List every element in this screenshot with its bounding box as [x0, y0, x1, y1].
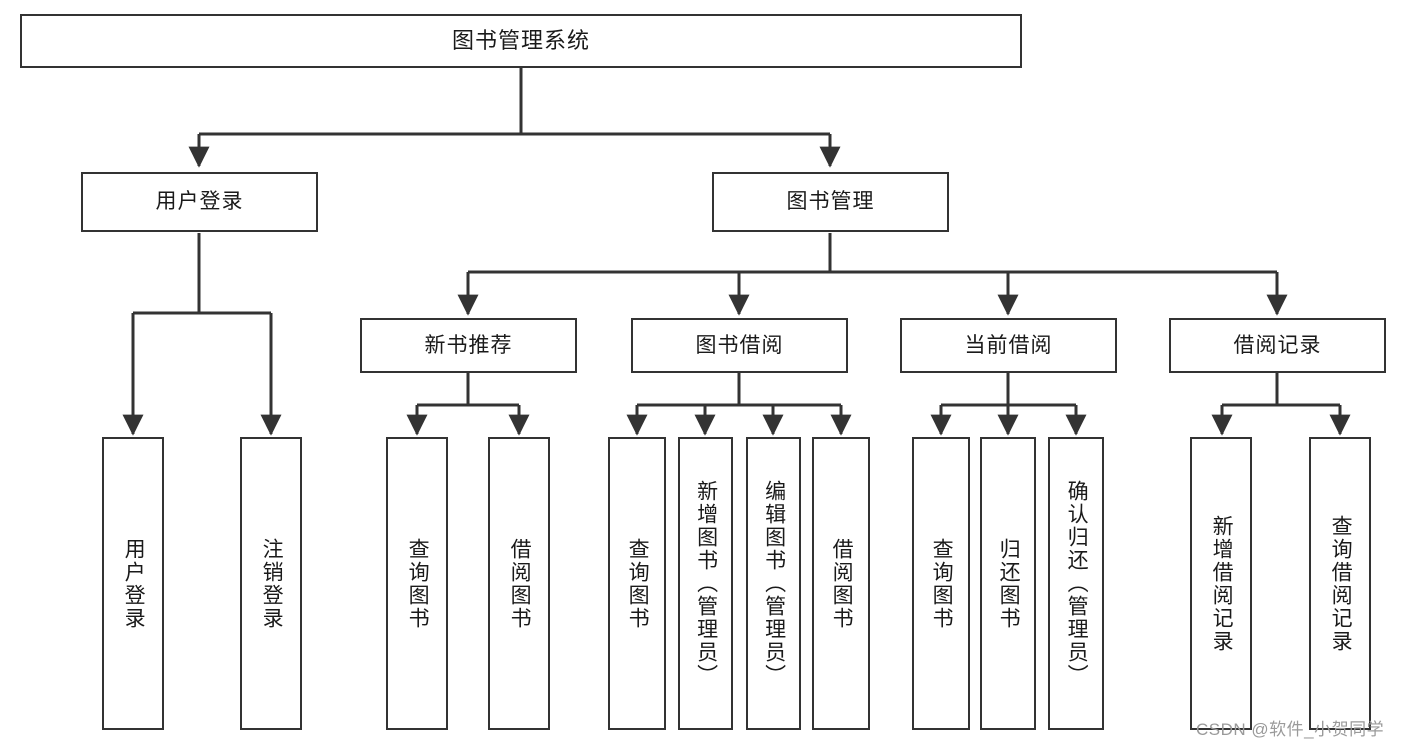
node-leaf-query-book-1-label: 查询图书 [406, 537, 430, 630]
node-leaf-query-book-1[interactable]: 查询图书 [386, 437, 448, 730]
node-leaf-query-book-3[interactable]: 查询图书 [912, 437, 970, 730]
node-leaf-query-book-2-label: 查询图书 [626, 537, 650, 630]
node-current-borrow[interactable]: 当前借阅 [900, 318, 1117, 373]
node-new-book-recommend[interactable]: 新书推荐 [360, 318, 577, 373]
node-leaf-user-login[interactable]: 用户登录 [102, 437, 164, 730]
node-root[interactable]: 图书管理系统 [20, 14, 1022, 68]
node-leaf-borrow-book-2-label: 借阅图书 [830, 537, 854, 630]
node-leaf-return-book[interactable]: 归还图书 [980, 437, 1036, 730]
node-leaf-borrow-book-2[interactable]: 借阅图书 [812, 437, 870, 730]
node-book-manage-label: 图书管理 [786, 190, 875, 214]
node-book-borrow-label: 图书借阅 [695, 333, 784, 357]
node-new-book-recommend-label: 新书推荐 [424, 333, 513, 357]
node-leaf-edit-book[interactable]: 编辑图书（管理员） [746, 437, 801, 730]
node-leaf-query-record[interactable]: 查询借阅记录 [1309, 437, 1371, 730]
node-book-manage[interactable]: 图书管理 [712, 172, 949, 232]
node-leaf-return-book-label: 归还图书 [997, 537, 1021, 630]
node-leaf-add-book-label: 新增图书（管理员） [694, 480, 718, 687]
node-book-borrow[interactable]: 图书借阅 [631, 318, 848, 373]
node-leaf-borrow-book-1-label: 借阅图书 [508, 537, 532, 630]
node-leaf-logout-login-label: 注销登录 [260, 537, 284, 630]
node-leaf-user-login-label: 用户登录 [122, 537, 146, 630]
node-leaf-query-book-2[interactable]: 查询图书 [608, 437, 666, 730]
node-leaf-query-book-3-label: 查询图书 [930, 537, 954, 630]
node-leaf-confirm-return[interactable]: 确认归还（管理员） [1048, 437, 1104, 730]
node-leaf-borrow-book-1[interactable]: 借阅图书 [488, 437, 550, 730]
node-leaf-add-record-label: 新增借阅记录 [1210, 514, 1234, 653]
node-borrow-record-label: 借阅记录 [1233, 333, 1322, 357]
node-current-borrow-label: 当前借阅 [964, 333, 1053, 357]
node-leaf-add-record[interactable]: 新增借阅记录 [1190, 437, 1252, 730]
node-leaf-confirm-return-label: 确认归还（管理员） [1065, 480, 1089, 687]
node-root-label: 图书管理系统 [451, 27, 590, 53]
watermark-text: CSDN @软件_小贺同学 [1196, 720, 1385, 739]
node-leaf-edit-book-label: 编辑图书（管理员） [762, 480, 786, 687]
node-borrow-record[interactable]: 借阅记录 [1169, 318, 1386, 373]
node-leaf-query-record-label: 查询借阅记录 [1329, 514, 1353, 653]
node-leaf-logout-login[interactable]: 注销登录 [240, 437, 302, 730]
node-leaf-add-book[interactable]: 新增图书（管理员） [678, 437, 733, 730]
node-user-login-label: 用户登录 [155, 190, 244, 214]
node-user-login[interactable]: 用户登录 [81, 172, 318, 232]
